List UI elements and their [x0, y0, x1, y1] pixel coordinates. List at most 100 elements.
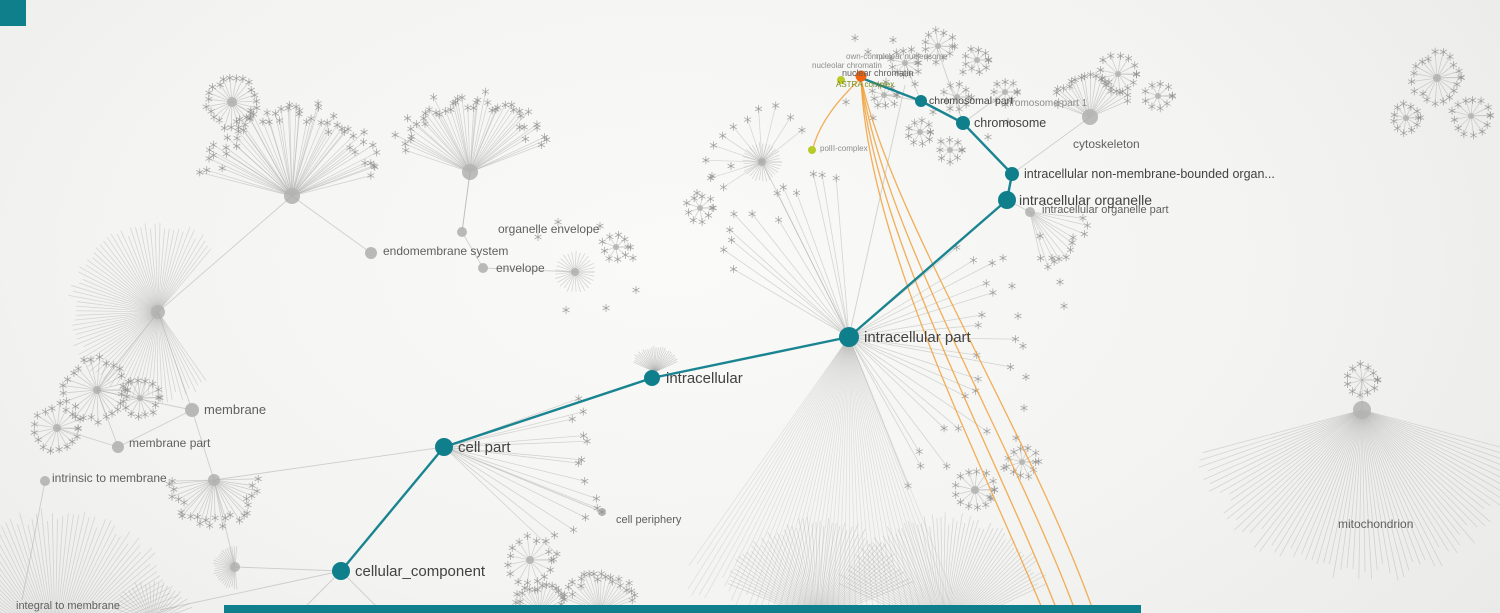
star-node [798, 126, 806, 135]
node-intracellular-part[interactable] [839, 327, 859, 347]
label-chromosome-part-1[interactable]: chromosome part 1 [1001, 98, 1088, 109]
label-organelle-envelope[interactable]: organelle envelope [498, 222, 600, 236]
fan-cluster [1198, 401, 1500, 581]
star-node [514, 577, 522, 586]
node-intracellular[interactable] [644, 370, 660, 386]
label-intracellular[interactable]: intracellular [666, 370, 743, 387]
node-chromosomal-part[interactable] [915, 95, 927, 107]
graph-node[interactable] [185, 403, 199, 417]
label-polii-complex[interactable]: polII-complex [820, 144, 868, 153]
star-node [196, 519, 204, 528]
cluster-hub-node[interactable] [1433, 74, 1441, 82]
cluster-hub-node[interactable] [1019, 459, 1025, 465]
cluster-hub-node[interactable] [974, 57, 980, 63]
label-intracellular-part[interactable]: intracellular part [864, 329, 972, 346]
star-node [605, 254, 613, 263]
star-node [523, 578, 532, 587]
label-cell-periphery[interactable]: cell periphery [616, 514, 682, 526]
graph-node[interactable] [457, 227, 467, 237]
label-envelope[interactable]: envelope [496, 261, 545, 275]
graph-node[interactable] [112, 441, 124, 453]
selected-path-edge [339, 445, 446, 573]
star-node [117, 371, 126, 380]
star-node [391, 130, 399, 139]
label-nucleolar-chromatin[interactable]: nucleolar chromatin [812, 61, 882, 70]
cluster-hub-node[interactable] [227, 97, 237, 107]
cluster-hub-node[interactable] [697, 205, 703, 211]
star-node [986, 493, 994, 501]
label-nuclear-chromatin[interactable]: nuclear chromatin [842, 68, 914, 78]
label-intracellular-organelle-part[interactable]: intracellular organelle part [1042, 204, 1169, 216]
graph-node[interactable] [40, 476, 50, 486]
star-node [568, 590, 576, 599]
star-node [534, 233, 542, 241]
node-green-complex-1[interactable] [837, 76, 845, 84]
cluster-hub-node[interactable] [917, 129, 923, 135]
cluster-hub-node[interactable] [1403, 115, 1409, 121]
star-node [955, 80, 963, 89]
label-nuclear-nucleosome[interactable]: nuclear nucleosome [876, 52, 948, 61]
label-intracellular-non-membrane-bounded-organ[interactable]: intracellular non-membrane-bounded organ… [1024, 167, 1275, 181]
label-chromosome[interactable]: chromosome [974, 116, 1046, 130]
star-node [754, 104, 763, 113]
cluster-hub-node[interactable] [526, 556, 534, 564]
cluster-hub-node[interactable] [137, 395, 143, 401]
star-node [690, 194, 698, 203]
node-cellular-component[interactable] [332, 562, 350, 580]
star-node [102, 359, 110, 368]
cluster-hub-node[interactable] [935, 43, 941, 49]
label-endomembrane-system[interactable]: endomembrane system [383, 244, 508, 258]
cluster-hub-node[interactable] [1155, 93, 1161, 99]
label-intrinsic-to-membrane[interactable]: intrinsic to membrane [52, 471, 167, 485]
graph-edge [962, 91, 1006, 124]
star-node [226, 511, 234, 520]
node-green-complex-2[interactable] [808, 146, 816, 154]
star-node [911, 80, 919, 88]
fan-cluster [702, 101, 806, 192]
label-own-complex[interactable]: own-complex [846, 52, 893, 61]
node-nuclear-chromatin[interactable] [855, 70, 867, 82]
cluster-hub-node[interactable] [971, 486, 979, 494]
cluster-hub-node[interactable] [1115, 71, 1121, 77]
star-node [792, 188, 801, 197]
star-node [48, 404, 56, 413]
label-cell-part[interactable]: cell part [458, 439, 511, 456]
node-intracellular-non-membrane-bounded-organelle[interactable] [1005, 167, 1019, 181]
label-cytoskeleton[interactable]: cytoskeleton [1073, 137, 1140, 151]
star-node [600, 246, 609, 255]
fan-cluster [0, 508, 179, 613]
star-node [832, 174, 840, 183]
label-cellular-component[interactable]: cellular_component [355, 563, 486, 580]
cluster-hub-node[interactable] [613, 244, 619, 250]
label-integral-to-membrane[interactable]: integral to membrane [16, 600, 120, 612]
star-node [30, 428, 38, 437]
star-node [562, 306, 570, 314]
label-chromosomal-part[interactable]: chromosomal part [929, 95, 1013, 107]
star-node [1349, 364, 1357, 373]
cluster-hub-node[interactable] [947, 147, 953, 153]
label-astra-complex[interactable]: ASTRA complex [836, 80, 894, 89]
node-chromosome[interactable] [956, 116, 970, 130]
label-intracellular-organelle[interactable]: intracellular organelle [1019, 192, 1152, 208]
label-membrane-part[interactable]: membrane part [129, 436, 211, 450]
cluster-hub-node[interactable] [1468, 113, 1474, 119]
star-node [271, 109, 280, 118]
star-node [602, 304, 610, 312]
cluster-hub-node[interactable] [954, 94, 960, 100]
star-node [517, 111, 525, 120]
graph-node[interactable] [365, 247, 377, 259]
star-node [962, 60, 970, 69]
star-node [961, 52, 970, 61]
star-node [1449, 60, 1458, 69]
star-node [141, 377, 149, 386]
fan-cluster [1390, 99, 1425, 138]
graph-node[interactable] [478, 263, 488, 273]
label-mitochondrion[interactable]: mitochondrion [1338, 517, 1413, 531]
star-node [155, 393, 163, 402]
star-node [243, 509, 251, 518]
node-intracellular-organelle[interactable] [998, 191, 1016, 209]
label-membrane[interactable]: membrane [204, 402, 266, 417]
node-cell-part[interactable] [435, 438, 453, 456]
